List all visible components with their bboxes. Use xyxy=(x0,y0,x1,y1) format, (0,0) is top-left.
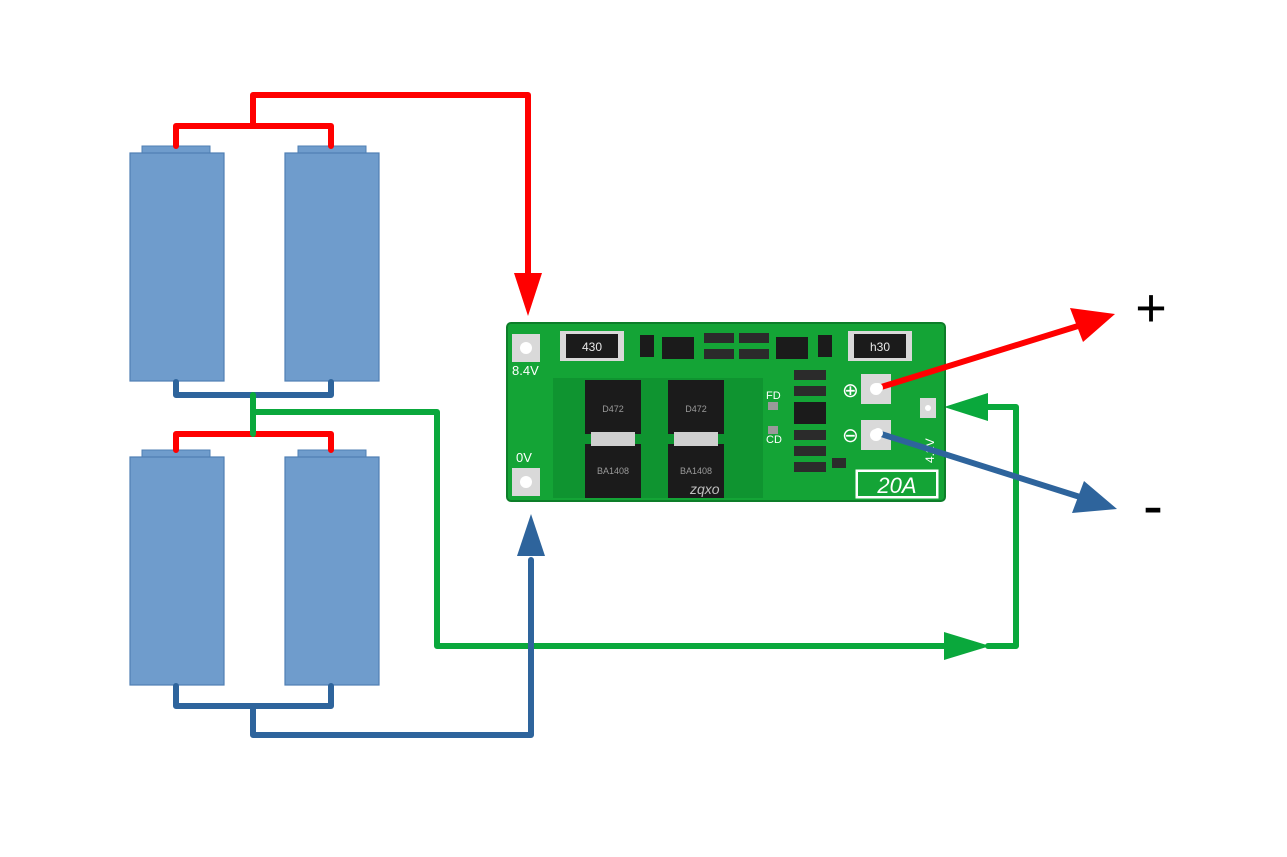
positive-terminal-label: + xyxy=(1135,278,1167,338)
balance-lead-wire xyxy=(250,409,951,649)
battery-pack xyxy=(129,145,380,686)
mosfet-1 xyxy=(585,380,641,434)
output-negative-arrowhead xyxy=(1072,481,1117,513)
battery-cell-bottom-right xyxy=(284,449,380,686)
balance-return-wire xyxy=(985,404,1019,649)
mosfet-1-code: D472 xyxy=(602,404,624,414)
top-positive-bus xyxy=(173,123,334,149)
mosfet-2 xyxy=(668,380,724,434)
mosfet-array: D472 D472 BA1408 BA1408 zqxo xyxy=(553,378,763,498)
control-ic-right xyxy=(776,337,808,359)
arrow-down-to-b-plus xyxy=(514,273,542,316)
bottom-negative-bus xyxy=(173,683,334,709)
battery-cell-bottom-left xyxy=(129,449,225,686)
mosfet-2-code: D472 xyxy=(685,404,707,414)
brand-mark: zqxo xyxy=(689,481,720,497)
output-negative-wire xyxy=(875,430,1083,500)
arrow-up-to-b-minus xyxy=(517,514,545,556)
negative-lead-wire xyxy=(250,557,534,738)
positive-lead-wire xyxy=(250,92,531,278)
battery-cell-top-left xyxy=(129,145,225,382)
p-plus-symbol: ⊕ xyxy=(842,380,859,402)
shunt-left-code: 430 xyxy=(582,340,602,354)
output-positive-arrowhead xyxy=(1070,308,1115,342)
bms-board: 430 h30 8.4V 0V D472 xyxy=(506,322,946,502)
b-minus-label: 0V xyxy=(516,450,532,465)
mosfet-4 xyxy=(668,444,724,498)
output-positive-wire xyxy=(875,323,1081,391)
mosfet-3-code: BA1408 xyxy=(597,466,629,476)
cd-label: CD xyxy=(766,434,782,446)
arrow-right-balance xyxy=(944,632,990,660)
mosfet-4-code: BA1408 xyxy=(680,466,712,476)
p-minus-symbol: ⊖ xyxy=(842,425,859,447)
shunt-right-code: h30 xyxy=(870,340,890,354)
negative-terminal-label: - xyxy=(1143,472,1163,539)
fd-label: FD xyxy=(766,390,781,402)
battery-cell-top-right xyxy=(284,145,380,382)
arrow-left-balance xyxy=(944,393,988,421)
current-rating-label: 20A xyxy=(876,473,916,498)
control-ic-left xyxy=(662,337,694,359)
b-plus-label: 8.4V xyxy=(512,363,539,378)
mosfet-3 xyxy=(585,444,641,498)
